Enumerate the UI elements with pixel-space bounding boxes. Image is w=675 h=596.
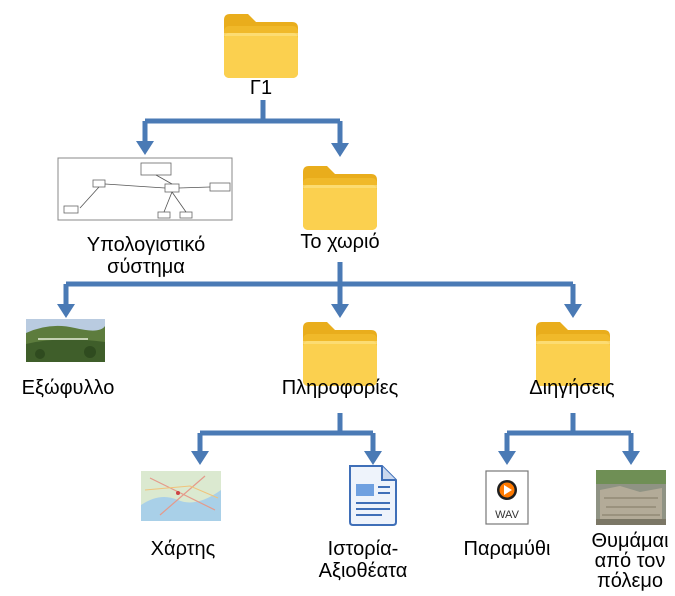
node-label-info: Πληροφορίες: [281, 377, 399, 399]
stone-photo-icon[interactable]: [596, 470, 666, 525]
node-label-war: Θυμάμαι από τον πόλεμο: [591, 530, 669, 592]
diagram-thumbnail-icon[interactable]: [57, 157, 233, 221]
node-label-g1: Γ1: [249, 77, 273, 99]
arrowhead-cover: [57, 304, 75, 318]
landscape-photo-icon[interactable]: [26, 319, 105, 362]
node-label-system: Υπολογιστικό σύστημα: [86, 234, 206, 278]
node-label-tale: Παραμύθι: [463, 538, 551, 560]
node-label-map: Χάρτης: [150, 538, 216, 560]
folder-icon[interactable]: [303, 166, 377, 230]
document-icon[interactable]: [349, 465, 397, 526]
node-label-cover: Εξώφυλλο: [21, 377, 115, 399]
node-label-history: Ιστορία- Αξιοθέατα: [318, 538, 408, 582]
arrowhead-stories: [564, 304, 582, 318]
wav-label: WAV: [495, 509, 519, 521]
arrowhead-village: [331, 143, 349, 157]
arrowhead-war: [622, 451, 640, 465]
wav-audio-icon[interactable]: WAV: [485, 470, 529, 525]
arrowhead-history: [364, 451, 382, 465]
map-thumbnail-icon[interactable]: [141, 471, 221, 521]
node-label-stories: Διηγήσεις: [529, 377, 615, 399]
folder-icon[interactable]: [224, 14, 298, 78]
arrowhead-map: [191, 451, 209, 465]
connectors: [63, 100, 634, 452]
arrowheads: [57, 141, 640, 465]
arrowhead-tale: [498, 451, 516, 465]
node-label-village: Το χωριό: [300, 231, 380, 253]
arrowhead-info: [331, 304, 349, 318]
arrowhead-system: [136, 141, 154, 155]
